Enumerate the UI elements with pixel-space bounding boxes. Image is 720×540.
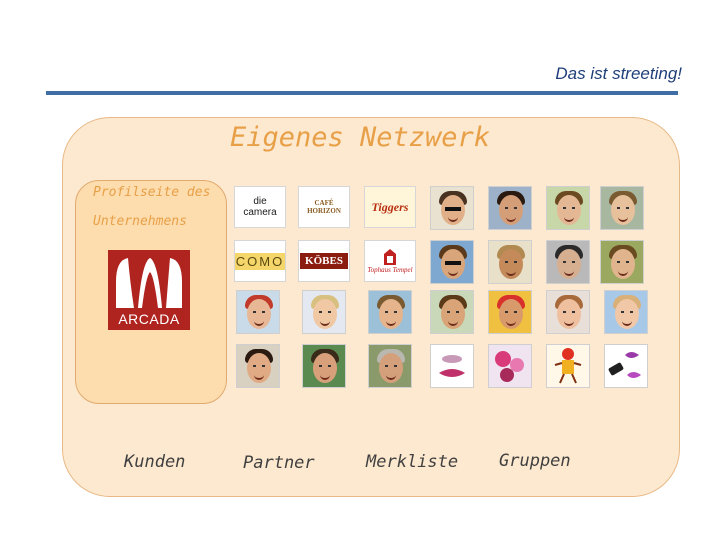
label-partner[interactable]: Partner bbox=[243, 453, 315, 473]
member-avatar[interactable] bbox=[600, 186, 644, 230]
member-avatar[interactable] bbox=[546, 240, 590, 284]
member-avatar[interactable] bbox=[430, 240, 474, 284]
member-avatar[interactable] bbox=[236, 344, 280, 388]
member-avatar[interactable] bbox=[600, 240, 644, 284]
brand-tile-die-camera[interactable]: die camera bbox=[234, 186, 286, 228]
member-avatar[interactable] bbox=[546, 290, 590, 334]
brand-tile-koebes[interactable]: KÖBES bbox=[298, 240, 350, 282]
member-avatar[interactable] bbox=[368, 290, 412, 334]
group-figure-icon[interactable] bbox=[546, 344, 590, 388]
label-merkliste[interactable]: Merkliste bbox=[366, 452, 459, 472]
member-avatar[interactable] bbox=[488, 186, 532, 230]
member-avatar[interactable] bbox=[488, 240, 532, 284]
profile-label-line1: Profilseite des bbox=[93, 185, 211, 200]
arcada-logo-text: ARCADA bbox=[118, 311, 180, 327]
brand-tile-tophaus[interactable]: Tophaus Tempel bbox=[364, 240, 416, 282]
member-avatar[interactable] bbox=[546, 186, 590, 230]
profile-label-line2: Unternehmens bbox=[93, 214, 187, 229]
brand-name: die camera bbox=[243, 196, 277, 218]
lips-icon bbox=[439, 355, 465, 377]
header-rule bbox=[46, 91, 678, 95]
label-kunden[interactable]: Kunden bbox=[124, 452, 186, 472]
arcada-arch-icon bbox=[116, 258, 182, 308]
page-title: Eigenes Netzwerk bbox=[229, 122, 491, 153]
member-avatar[interactable] bbox=[488, 290, 532, 334]
group-lipstick-icon[interactable] bbox=[604, 344, 648, 388]
member-avatar[interactable] bbox=[430, 290, 474, 334]
brand-name: KÖBES bbox=[300, 253, 348, 269]
brand-tile-tiggers[interactable]: Tiggers bbox=[364, 186, 416, 228]
lipstick-icon bbox=[608, 352, 641, 378]
brand-name: Tophaus Tempel bbox=[367, 266, 413, 274]
group-flowers-icon[interactable] bbox=[488, 344, 532, 388]
brand-tile-como[interactable]: COMO bbox=[234, 240, 286, 282]
member-avatar[interactable] bbox=[302, 290, 346, 334]
brand-name: COMO bbox=[235, 252, 285, 270]
member-avatar[interactable] bbox=[236, 290, 280, 334]
tagline: Das ist streeting! bbox=[555, 64, 682, 83]
flowers-icon bbox=[495, 351, 524, 382]
tophaus-emblem-icon bbox=[384, 249, 396, 265]
member-avatar[interactable] bbox=[604, 290, 648, 334]
group-lips-icon[interactable] bbox=[430, 344, 474, 388]
brand-name: CAFÉ HORIZON bbox=[307, 199, 341, 215]
brand-tile-cafe-horizon[interactable]: CAFÉ HORIZON bbox=[298, 186, 350, 228]
arcada-logo[interactable]: ARCADA bbox=[108, 250, 190, 330]
cartoon-figure-icon bbox=[554, 348, 582, 384]
member-avatar[interactable] bbox=[368, 344, 412, 388]
label-gruppen[interactable]: Gruppen bbox=[499, 451, 571, 471]
brand-name: Tiggers bbox=[371, 199, 409, 214]
member-avatar[interactable] bbox=[302, 344, 346, 388]
member-avatar[interactable] bbox=[430, 186, 474, 230]
